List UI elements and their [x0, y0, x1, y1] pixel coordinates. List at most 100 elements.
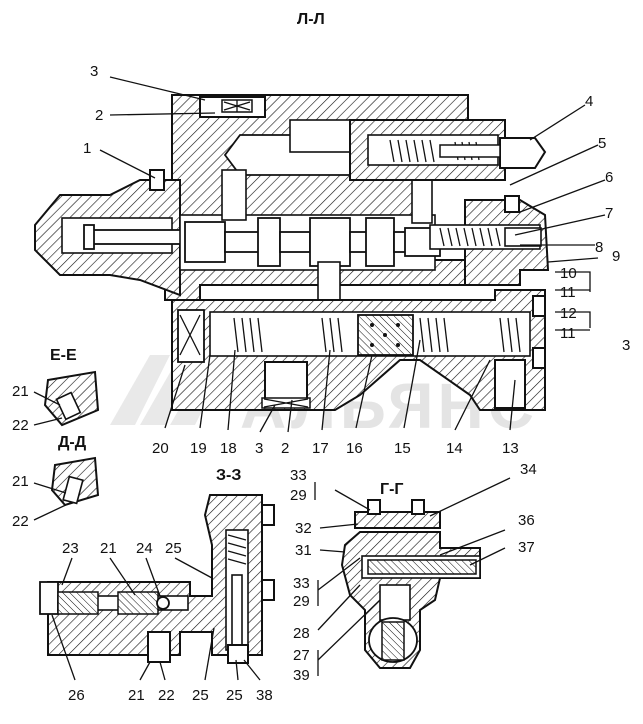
zz-bottom-fitting	[147, 631, 171, 663]
label-ll-21: 15	[394, 440, 411, 457]
label-bl-7: 25	[192, 687, 209, 704]
gg-top-plate	[354, 511, 441, 529]
right-lower-cap	[494, 359, 526, 409]
label-ll-5: 6	[605, 169, 613, 186]
zz-spring	[227, 534, 247, 565]
gg-top-bolt-left	[367, 499, 381, 515]
section-ee: Е-Е 21 22	[12, 347, 100, 434]
label-ll-7: 8	[595, 239, 603, 256]
label-ll-1: 2	[95, 107, 103, 124]
label-ll-11: 12	[560, 305, 577, 322]
right-nut-13	[532, 347, 546, 369]
gg-shaft	[367, 559, 477, 575]
label-gg-11: 39	[293, 667, 310, 684]
label-bl-8: 25	[226, 687, 243, 704]
label-ll-16: 18	[220, 440, 237, 457]
part-labels-ll: 3 2 1 4 5 6 7 8 9 10 11 12 11 3 20 19 18…	[83, 63, 630, 457]
label-ll-4: 5	[598, 135, 606, 152]
label-ee-0: 21	[12, 383, 29, 400]
label-gg-0: 33	[290, 467, 307, 484]
label-bl-6: 22	[158, 687, 175, 704]
relief-cap	[504, 227, 542, 247]
label-ee-1: 22	[12, 417, 29, 434]
label-bl-3: 25	[165, 540, 182, 557]
label-ll-2: 1	[83, 140, 91, 157]
label-bl-5: 21	[128, 687, 145, 704]
section-zz-body	[47, 494, 263, 656]
label-gg-5: 31	[295, 542, 312, 559]
passage-right	[411, 177, 433, 224]
label-ll-3: 4	[585, 93, 593, 110]
section-gg-title: Г-Г	[380, 481, 403, 498]
label-bl-0: 23	[62, 540, 79, 557]
section-zz: З-З 23 21 24 25 26 21 22 25 25 38	[39, 467, 275, 704]
label-ll-12: 11	[560, 325, 576, 342]
left-actuator-plunger	[91, 229, 183, 245]
label-ll-14: 20	[152, 440, 169, 457]
zz-check-body	[117, 591, 159, 615]
label-bl-9: 38	[256, 687, 273, 704]
label-dd-0: 21	[12, 473, 29, 490]
gg-leaders	[314, 477, 511, 676]
relief-nut	[504, 195, 520, 213]
label-ll-20: 16	[346, 440, 363, 457]
label-gg-10: 27	[293, 647, 310, 664]
seal-cross	[223, 100, 251, 112]
label-dd-1: 22	[12, 513, 29, 530]
bottom-port-seal-cross	[263, 398, 309, 408]
gg-bottom-insert	[381, 621, 405, 661]
right-nut-12	[532, 295, 546, 317]
section-ll: Л-Л	[34, 11, 550, 411]
label-gg-7: 33	[293, 575, 310, 592]
label-ll-6: 7	[605, 205, 613, 222]
left-actuator-knob	[83, 224, 95, 250]
section-dd-title: Д-Д	[58, 434, 87, 451]
label-gg-2: 34	[520, 461, 537, 478]
lower-left-spring	[233, 317, 343, 353]
label-ll-9: 10	[560, 265, 577, 282]
label-gg-3: 32	[295, 520, 312, 537]
label-ll-10: 11	[560, 284, 576, 301]
section-ll-title: Л-Л	[297, 11, 325, 28]
label-ll-22: 14	[446, 440, 463, 457]
lower-right-spring	[419, 317, 521, 353]
zz-bottom-fitting-2	[227, 644, 249, 664]
zz-ball	[156, 596, 170, 610]
spool	[184, 217, 441, 267]
pilot-needle	[439, 144, 501, 158]
zz-side-nut-top	[261, 504, 275, 526]
section-zz-title: З-З	[216, 467, 241, 484]
section-ee-title: Е-Е	[50, 347, 77, 364]
label-ll-15: 19	[190, 440, 207, 457]
left-nut	[149, 169, 165, 191]
gg-top-bolt-right	[411, 499, 425, 515]
label-ll-23: 13	[502, 440, 519, 457]
section-dd-leaders	[33, 482, 71, 521]
label-gg-8: 29	[293, 593, 310, 610]
zz-side-nut-bottom	[261, 579, 275, 601]
zz-channel-insert	[57, 591, 99, 615]
label-gg-6: 37	[518, 539, 535, 556]
label-bl-2: 24	[136, 540, 153, 557]
label-gg-4: 36	[518, 512, 535, 529]
section-ee-leaders	[33, 391, 63, 426]
relief-spring	[439, 227, 501, 247]
label-ll-8: 9	[612, 248, 620, 265]
passage-left	[221, 169, 247, 221]
zz-leaders	[51, 557, 261, 681]
label-bl-4: 26	[68, 687, 85, 704]
lower-spool-holes	[370, 323, 400, 347]
label-bl-1: 21	[100, 540, 117, 557]
pilot-valve-cap	[499, 137, 547, 169]
section-dd-bolt	[62, 475, 84, 505]
section-gg: Г-Г 33 29 34 32 36 31 37 33 29 28 27 39	[290, 461, 537, 684]
label-ll-13: 3	[622, 337, 630, 354]
passage-upper	[289, 119, 351, 153]
label-ll-17: 3	[255, 440, 263, 457]
gg-vertical-bore	[379, 584, 411, 621]
zz-left-plug	[39, 581, 59, 615]
label-ll-19: 17	[312, 440, 329, 457]
leader-lines-ll	[99, 76, 606, 433]
label-ll-0: 3	[90, 63, 98, 80]
